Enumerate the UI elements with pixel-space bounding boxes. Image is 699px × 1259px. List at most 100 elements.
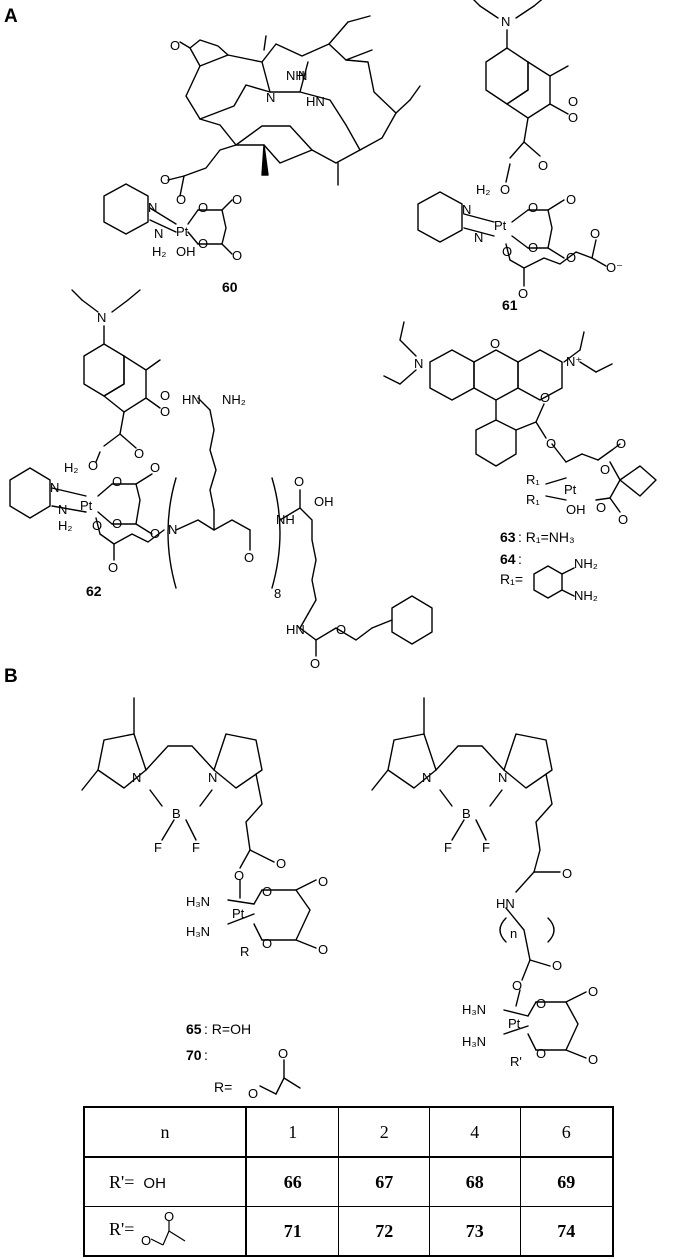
table-cell: 68 <box>428 1156 521 1207</box>
atom-o: O <box>150 460 160 475</box>
compound-65-70-structure <box>81 697 317 949</box>
atom-o: O <box>134 446 144 461</box>
atom-r-prime: R' <box>510 1054 522 1069</box>
atom-o: O <box>141 1233 151 1248</box>
atom-o: O <box>160 388 170 403</box>
atom-r1: R₁ <box>526 492 540 507</box>
atom-h3n: H₃N <box>462 1034 486 1049</box>
atom-o-minus: O⁻ <box>606 260 623 275</box>
atom-o: O <box>538 158 548 173</box>
compound-65-desc: : R=OH <box>204 1021 251 1037</box>
table-header-cell: 6 <box>519 1106 614 1158</box>
atom-o: O <box>596 500 606 515</box>
r-label: R= <box>214 1079 232 1095</box>
atom-n: N <box>154 226 163 241</box>
table-header-cell: 2 <box>338 1106 430 1158</box>
compound-label-63: 63 <box>500 529 516 545</box>
atom-n: N <box>474 230 483 245</box>
compound-66-74-structure <box>371 697 587 1059</box>
atom-b: B <box>462 806 471 821</box>
atom-f: F <box>482 840 490 855</box>
table-header-cell: 4 <box>428 1106 521 1158</box>
atom-n: N <box>501 14 510 29</box>
table-cell: 67 <box>338 1156 430 1207</box>
atom-o: O <box>160 172 170 187</box>
atom-o: O <box>588 984 598 999</box>
table-cell: 66 <box>245 1156 340 1207</box>
atom-o: O <box>92 518 102 533</box>
atom-hn-imine: HN <box>182 392 201 407</box>
atom-o: O <box>160 404 170 419</box>
atom-o: O <box>112 516 122 531</box>
atom-o: O <box>244 550 254 565</box>
atom-n: N <box>168 522 177 537</box>
atom-h2: H₂ <box>64 460 78 475</box>
bracket-subscript-8: 8 <box>274 586 281 601</box>
atom-o: O <box>232 248 242 263</box>
atom-o: O <box>164 1211 174 1224</box>
atom-nh2: NH₂ <box>574 588 598 603</box>
compound-63-64-structure <box>383 321 657 513</box>
atom-n: N <box>208 770 217 785</box>
atom-o: O <box>568 110 578 125</box>
atom-o: O <box>262 936 272 951</box>
table-header-cell: n <box>83 1106 247 1158</box>
atom-o: O <box>552 958 562 973</box>
acetyl-group-icon: O O <box>141 1211 186 1248</box>
compound-62-structure <box>9 289 433 657</box>
atom-o: O <box>336 622 346 637</box>
atom-f: F <box>154 840 162 855</box>
atom-o: O <box>262 884 272 899</box>
atom-o: O <box>562 866 572 881</box>
table-cell: 73 <box>428 1206 521 1257</box>
atom-oh: OH <box>314 494 334 509</box>
row-label-cell: R'= OH <box>83 1156 247 1207</box>
table-header-cell: 1 <box>245 1106 340 1158</box>
atom-n: N <box>298 68 307 83</box>
atom-h2: H₂ <box>152 244 166 259</box>
atom-o: O <box>234 868 244 883</box>
atom-n: N <box>97 310 106 325</box>
atom-o: O <box>198 200 208 215</box>
atom-n: N <box>498 770 507 785</box>
atom-pt: Pt <box>508 1016 521 1031</box>
atom-o: O <box>500 182 510 197</box>
atom-f: F <box>192 840 200 855</box>
atom-nh2: NH₂ <box>574 556 598 571</box>
atom-b: B <box>172 806 181 821</box>
panel-label-a: A <box>4 6 18 27</box>
atom-n: N <box>50 480 59 495</box>
atom-o: O <box>546 436 556 451</box>
atom-o: O <box>536 996 546 1011</box>
table-cell: 74 <box>519 1206 614 1257</box>
table-cell: 69 <box>519 1156 614 1207</box>
atom-h3n: H₃N <box>186 924 210 939</box>
row-substituent: OH <box>143 1174 166 1192</box>
atom-o: O <box>536 1046 546 1061</box>
atom-o: O <box>490 336 500 351</box>
atom-n: N <box>132 770 141 785</box>
atom-o: O <box>88 458 98 473</box>
atom-o: O <box>294 474 304 489</box>
atom-o: O <box>618 512 628 527</box>
atom-oh: OH <box>566 502 586 517</box>
atom-o: O <box>512 978 522 993</box>
row-label-cell: R'= O O <box>83 1206 247 1257</box>
atom-o: O <box>616 436 626 451</box>
atom-n: N <box>58 502 67 517</box>
r1-bond <box>561 567 575 575</box>
atom-hn: HN <box>496 896 515 911</box>
atom-h3n: H₃N <box>462 1002 486 1017</box>
compound-label-60: 60 <box>222 279 238 295</box>
atom-hn: HN <box>286 622 305 637</box>
atom-r: R <box>240 944 249 959</box>
atom-o: O <box>600 462 610 477</box>
atom-oh: OH <box>176 244 196 259</box>
atom-o: O <box>150 526 160 541</box>
atom-pt: Pt <box>80 498 93 513</box>
compound-label-64: 64 <box>500 551 516 567</box>
atom-o: O <box>310 656 320 671</box>
compound-63-desc: : R₁=NH₃ <box>518 529 575 545</box>
atom-o: O <box>502 244 512 259</box>
